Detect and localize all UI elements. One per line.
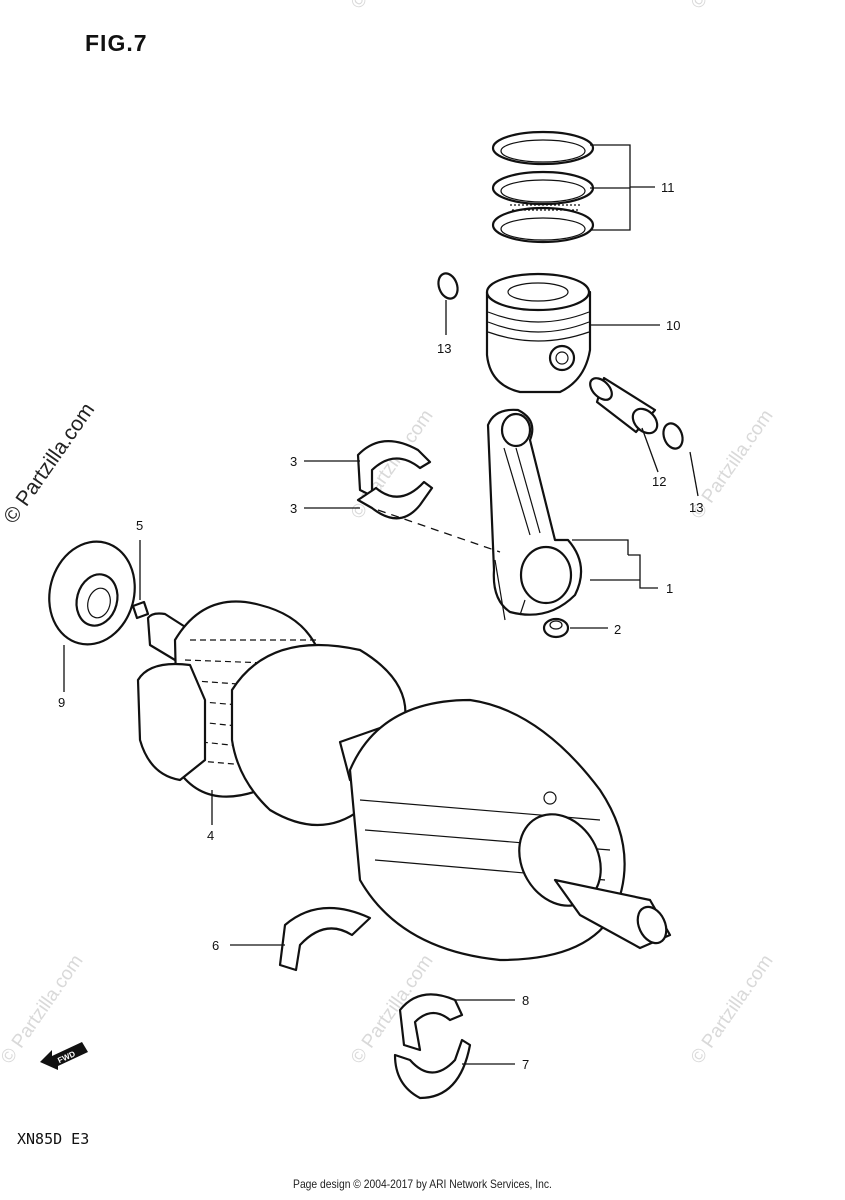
fwd-label: FWD [56, 1049, 77, 1065]
callout-2: 2 [614, 622, 621, 637]
main-bearing-upper[interactable] [398, 993, 464, 1052]
callout-13: 13 [437, 341, 451, 356]
piston[interactable] [485, 272, 592, 394]
connecting-rod[interactable] [486, 408, 583, 621]
callout-numbers: 11 10 13 3 3 12 13 5 1 2 9 4 6 8 7 [58, 180, 703, 1072]
callout-3: 3 [290, 501, 297, 516]
callout-8: 8 [522, 993, 529, 1008]
leader-lines [63, 144, 699, 1065]
callout-13: 13 [689, 500, 703, 515]
conrod-bearing-lower[interactable] [356, 480, 434, 520]
circlip-left[interactable] [435, 271, 461, 302]
callout-12: 12 [652, 474, 666, 489]
forward-arrow-icon: FWD [40, 1042, 88, 1070]
callout-4: 4 [207, 828, 214, 843]
watermark-faint: © Partzilla.com [687, 951, 778, 1068]
model-code: XN85D E3 [17, 1130, 90, 1148]
callout-10: 10 [666, 318, 680, 333]
callout-9: 9 [58, 695, 65, 710]
callout-11: 11 [661, 180, 675, 195]
figure-title: FIG.7 [85, 30, 148, 56]
footer-copyright: Page design © 2004-2017 by ARI Network S… [293, 1177, 552, 1191]
watermark-main: © Partzilla.com [0, 399, 99, 528]
dowel-pin[interactable] [131, 600, 150, 620]
watermark-faint: © Partzilla.com [687, 0, 778, 13]
main-bearing-lower[interactable] [393, 1038, 472, 1100]
oil-seal[interactable] [38, 532, 146, 654]
callout-3: 3 [290, 454, 297, 469]
callout-7: 7 [522, 1057, 529, 1072]
callout-6: 6 [212, 938, 219, 953]
crankshaft[interactable] [136, 600, 672, 962]
callout-5: 5 [136, 518, 143, 533]
piston-pin[interactable] [586, 374, 662, 438]
piston-rings[interactable] [491, 130, 595, 244]
circlip-right[interactable] [660, 421, 686, 452]
conrod-nut[interactable] [542, 617, 570, 639]
thrust-washer[interactable] [278, 906, 372, 972]
callout-1: 1 [666, 581, 673, 596]
watermark-faint: © Partzilla.com [347, 0, 438, 13]
conrod-bearing-upper[interactable] [356, 440, 432, 498]
